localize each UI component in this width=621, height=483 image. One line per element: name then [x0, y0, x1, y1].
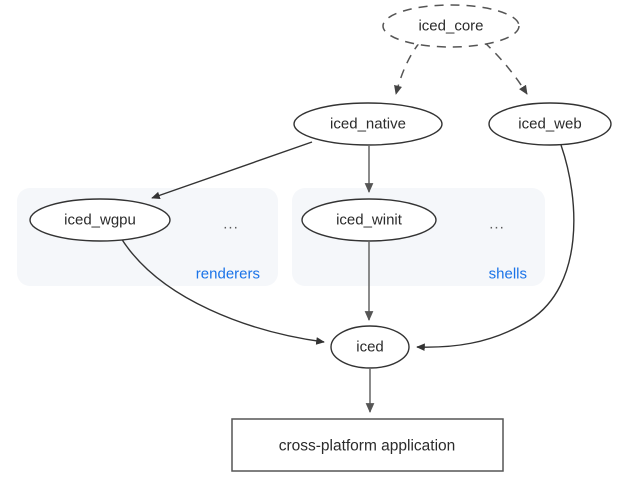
edge-wgpu-to-iced [120, 237, 325, 345]
group-shells-label: shells [489, 266, 527, 283]
edge-native-to-wgpu [151, 141, 313, 200]
group-renderers-label: renderers [196, 266, 260, 283]
node-iced-winit-shape[interactable] [301, 198, 437, 242]
node-cross-platform-application[interactable]: cross-platform application [231, 418, 504, 472]
edge-core-to-web [483, 41, 528, 95]
node-iced-native[interactable]: iced_native [293, 102, 443, 146]
node-iced-native-label: iced_native [330, 116, 406, 133]
node-iced-wgpu-label: iced_wgpu [64, 212, 136, 229]
node-iced-native-shape[interactable] [293, 102, 443, 146]
node-iced-core-shape[interactable] [382, 4, 520, 48]
node-iced-core[interactable]: iced_core [382, 4, 520, 48]
edge-web-to-iced [416, 144, 575, 352]
node-iced-wgpu[interactable]: iced_wgpu [29, 198, 171, 242]
node-iced-label: iced [356, 339, 384, 356]
node-iced-web-label: iced_web [518, 116, 581, 133]
node-iced-winit-label: iced_winit [336, 212, 403, 229]
node-iced-winit[interactable]: iced_winit [301, 198, 437, 242]
group-renderers-ellipsis: ... [223, 216, 239, 233]
group-shells-ellipsis: ... [489, 216, 505, 233]
node-iced-wgpu-shape[interactable] [29, 198, 171, 242]
node-cross-platform-application-shape[interactable] [231, 418, 504, 472]
node-iced-shape[interactable] [330, 325, 410, 369]
edge-core-to-native [394, 41, 421, 95]
node-cross-platform-application-label: cross-platform application [279, 438, 456, 455]
node-iced-web-shape[interactable] [488, 102, 612, 146]
node-iced-web[interactable]: iced_web [488, 102, 612, 146]
node-iced-core-label: iced_core [418, 18, 483, 35]
node-iced[interactable]: iced [330, 325, 410, 369]
